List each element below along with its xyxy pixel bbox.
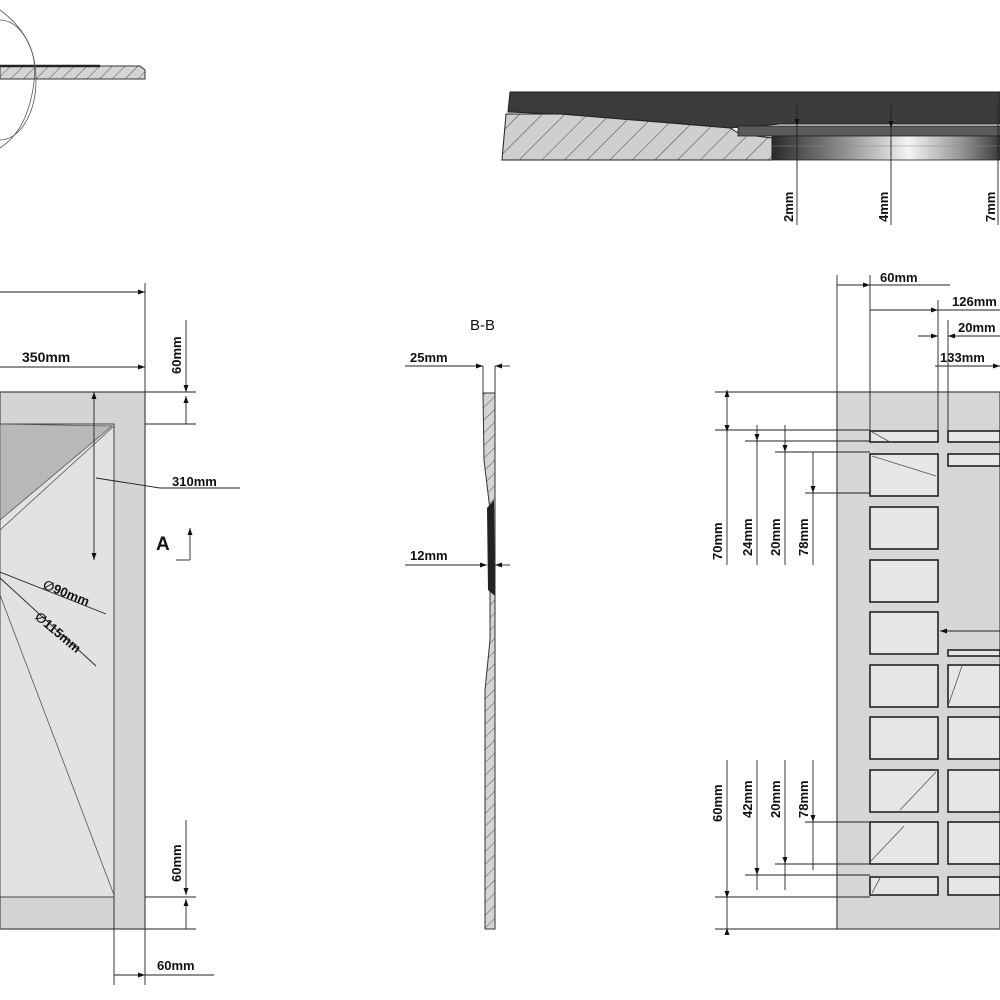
- depth-label-2mm: 2mm: [781, 192, 796, 222]
- lower-dim-60: 60mm: [710, 784, 725, 822]
- grate-slot: [947, 649, 1000, 657]
- grate-slots: [869, 430, 1000, 896]
- depth-label-7mm: 7mm: [983, 192, 998, 222]
- grate-slot: [869, 716, 939, 760]
- top-border-label: 60mm: [169, 336, 184, 374]
- grate-slot: [947, 430, 1000, 443]
- lower-dim-42: 42mm: [740, 780, 755, 818]
- side-border-label: 60mm: [157, 958, 195, 973]
- upper-dim-70: 70mm: [710, 522, 725, 560]
- grate-slot: [869, 559, 939, 603]
- view-label: A: [156, 534, 170, 555]
- thickness-label: 25mm: [410, 350, 448, 365]
- grate-slot: [869, 453, 939, 497]
- top-left-detail: [0, 9, 146, 149]
- recess-label: 12mm: [410, 548, 448, 563]
- slot-hatch-line: [899, 771, 937, 811]
- top-right-detail: 2mm 4mm 7mm: [501, 91, 1000, 225]
- grate-slot: [947, 876, 1000, 896]
- grate-slot: [947, 716, 1000, 760]
- section-view: B-B 25mm 12mm: [405, 317, 510, 930]
- offset-left-label: 60mm: [880, 270, 918, 285]
- grid-view: 60mm 126mm 20mm 133mm 70mm 24mm 20mm 78m…: [710, 270, 1000, 935]
- grate-slot: [869, 664, 939, 708]
- bottom-border-label: 60mm: [169, 844, 184, 882]
- offset-20-label: 20mm: [958, 320, 996, 335]
- front-view: 350mm 60mm 310mm A ∅90mm ∅115mm 60mm: [0, 283, 240, 985]
- offset-126-label: 126mm: [952, 294, 997, 309]
- upper-dim-78: 78mm: [796, 518, 811, 556]
- upper-dim-20: 20mm: [768, 518, 783, 556]
- grate-slot: [947, 769, 1000, 813]
- slot-hatch-line: [871, 431, 891, 443]
- slope-length-label: 310mm: [172, 474, 217, 489]
- slot-hatch-line: [947, 665, 963, 707]
- slot-hatch-line: [871, 877, 881, 894]
- grate-slot: [947, 664, 1000, 708]
- lower-dim-20: 20mm: [768, 780, 783, 818]
- lower-dim-78: 78mm: [796, 780, 811, 818]
- grate-slot: [869, 876, 939, 896]
- section-label: B-B: [470, 317, 495, 334]
- grate-slot: [869, 769, 939, 813]
- width-label: 350mm: [22, 349, 70, 365]
- offset-133-label: 133mm: [940, 350, 985, 365]
- upper-dim-24: 24mm: [740, 518, 755, 556]
- grate-slot: [869, 611, 939, 655]
- grate-slot: [947, 821, 1000, 865]
- depth-label-4mm: 4mm: [876, 192, 891, 222]
- grate-slot: [869, 821, 939, 865]
- grate-slot: [947, 453, 1000, 467]
- slot-hatch-line: [871, 455, 937, 477]
- grate-slot: [869, 506, 939, 550]
- slot-hatch-line: [869, 825, 905, 863]
